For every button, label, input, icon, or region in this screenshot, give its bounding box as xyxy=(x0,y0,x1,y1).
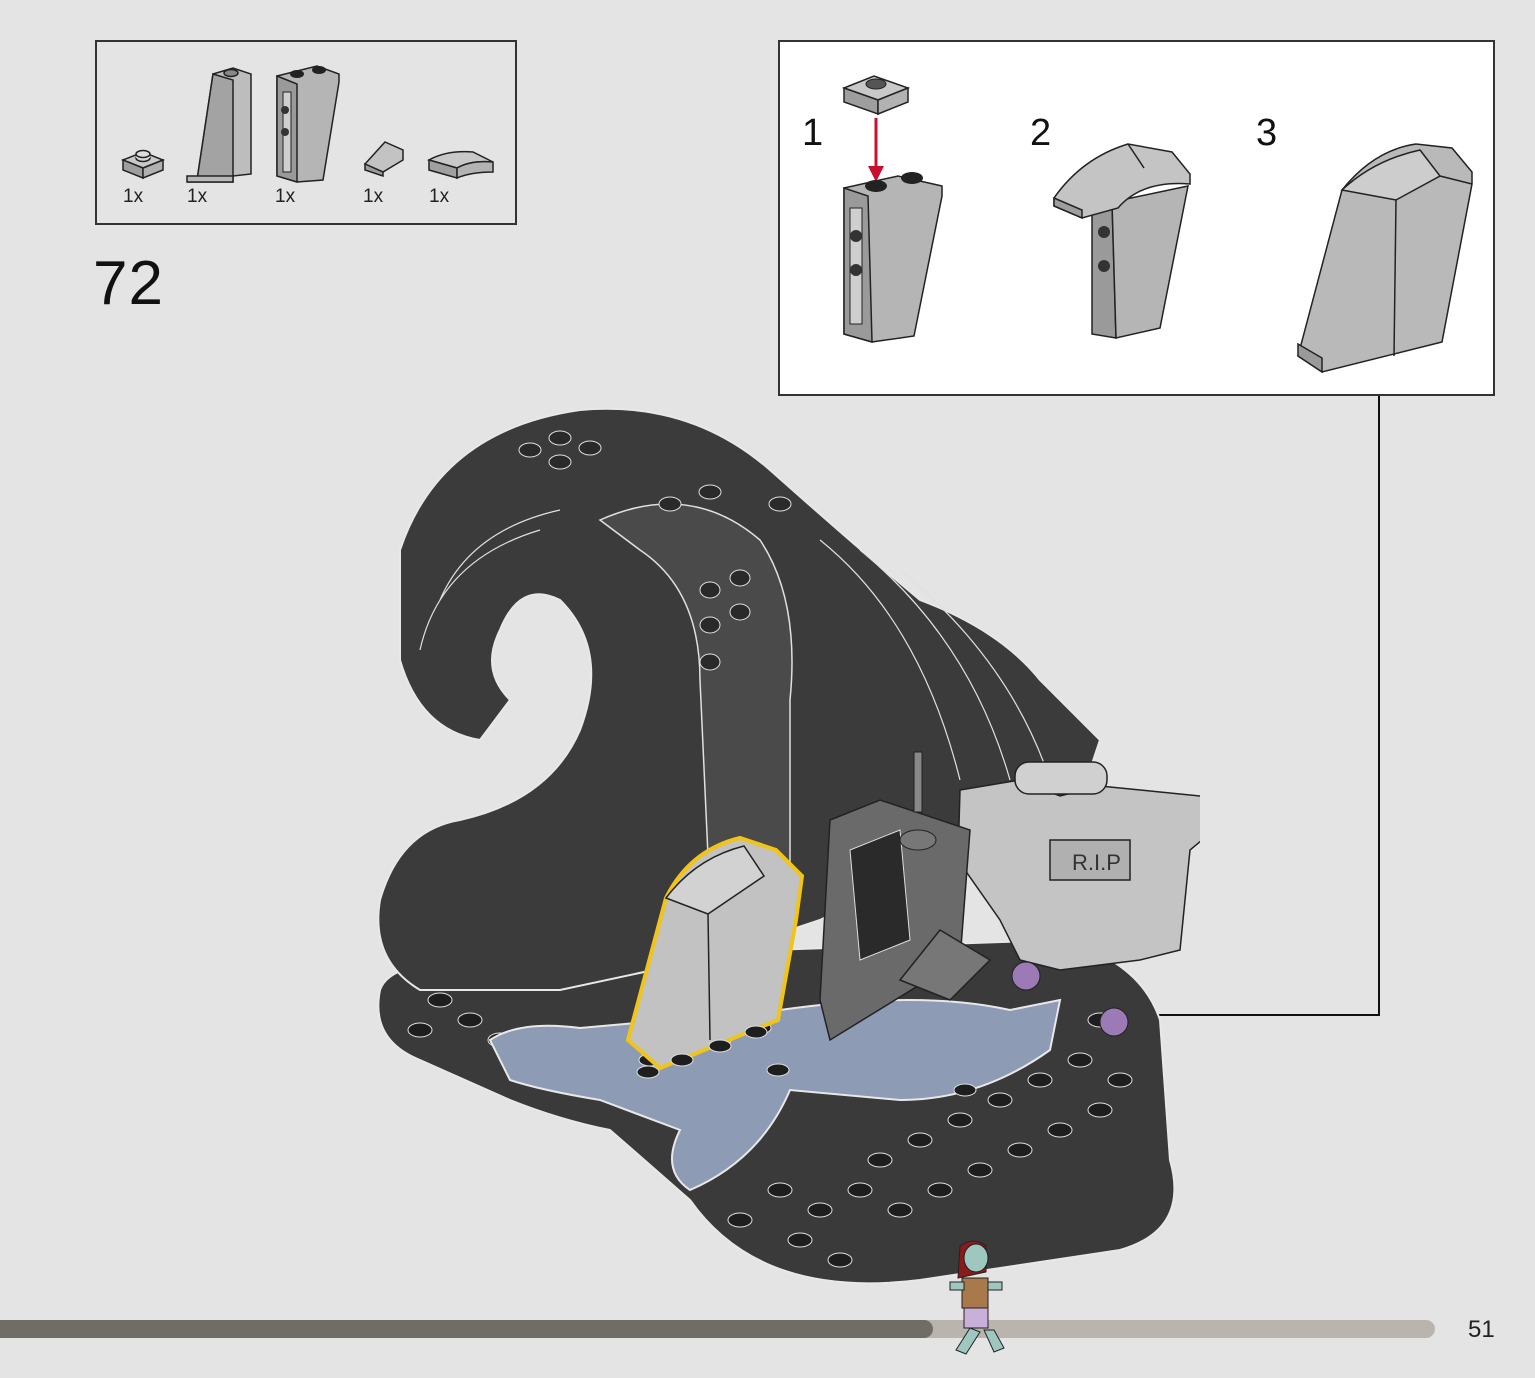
substep-number: 2 xyxy=(1030,112,1052,154)
step-number: 72 xyxy=(93,249,164,318)
page-number: 51 xyxy=(1468,1316,1495,1343)
curved-tile-icon xyxy=(427,146,495,182)
substep-number: 3 xyxy=(1256,112,1278,154)
part-qty: 1x xyxy=(429,186,450,207)
slope-small-icon xyxy=(361,138,407,178)
slope-tall-icon xyxy=(185,64,255,186)
slope-brick-studs-icon xyxy=(273,62,343,184)
callout-connector-vertical xyxy=(1378,396,1380,1016)
part-qty: 1x xyxy=(275,186,296,207)
part-qty: 1x xyxy=(363,186,384,207)
substep-number: 1 xyxy=(802,112,824,154)
svg-text:R.I.P: R.I.P xyxy=(1072,850,1121,875)
progress-bar xyxy=(0,1320,1435,1338)
sally-figure-icon xyxy=(940,1238,1010,1361)
substep-1-illustration xyxy=(838,66,958,366)
progress-bar-fill xyxy=(0,1320,933,1338)
main-model-illustration: R.I.P xyxy=(360,400,1227,1315)
part-qty: 1x xyxy=(123,186,144,207)
plate-1x1-icon xyxy=(121,146,165,180)
parts-list-box: 1x 1x 1x 1x xyxy=(95,40,517,225)
substep-3-illustration xyxy=(1294,138,1476,378)
part-qty: 1x xyxy=(187,186,208,207)
subassembly-callout: 1 2 3 xyxy=(778,40,1495,396)
substep-2-illustration xyxy=(1052,138,1202,348)
